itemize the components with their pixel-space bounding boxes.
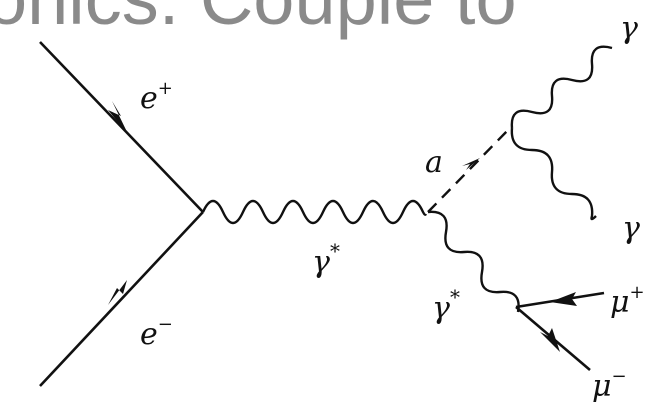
photon-bottom-line	[510, 127, 597, 221]
electron-line	[39, 211, 204, 387]
label-gamma-star-1: γ*	[312, 239, 340, 280]
muon-plus-arrow	[550, 292, 577, 306]
virtual-photon-line	[201, 199, 428, 225]
electron-arrow	[108, 280, 127, 305]
positron-arrow	[108, 101, 128, 134]
label-mu-minus: μ−	[592, 366, 627, 403]
label-gamma-bottom: γ	[622, 211, 640, 246]
label-e-minus: e−	[140, 314, 173, 352]
positron-line	[39, 41, 204, 213]
label-gamma-top: γ	[620, 11, 638, 46]
label-mu-plus: μ+	[610, 282, 645, 320]
label-gamma-star-2: γ*	[432, 285, 460, 326]
label-e-plus: e+	[140, 78, 173, 116]
muon-minus-arrow	[540, 328, 560, 352]
label-axion: a	[425, 145, 443, 180]
axion-arrow	[462, 158, 480, 170]
slide-heading: onics. Couple to	[0, 0, 517, 41]
photon-top-line	[510, 45, 613, 129]
virtual-photon-2-line	[427, 210, 520, 313]
